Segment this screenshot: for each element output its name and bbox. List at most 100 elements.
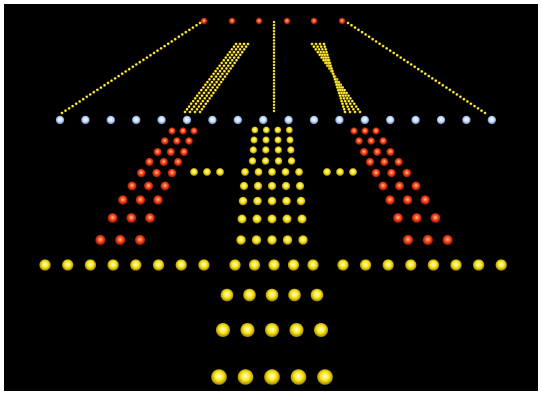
streak-light — [198, 21, 202, 25]
red-light — [430, 213, 441, 223]
streak-light — [347, 99, 351, 103]
red-light — [179, 127, 187, 135]
streak-light — [340, 99, 343, 103]
yellow-light — [39, 259, 51, 271]
streak-light — [226, 53, 230, 57]
streak-light — [346, 21, 350, 25]
streak-light — [272, 79, 276, 82]
red-light — [338, 17, 346, 25]
red-light — [153, 148, 162, 156]
streak-light — [67, 107, 71, 110]
streak-light — [381, 44, 385, 48]
red-light — [126, 213, 137, 223]
yellow-light — [236, 235, 246, 245]
red-light — [134, 234, 146, 246]
streak-light — [480, 109, 483, 113]
streak-light — [117, 74, 120, 78]
streak-light — [272, 23, 276, 27]
streak-light — [339, 97, 343, 100]
streak-light — [198, 97, 202, 100]
streak-light — [272, 57, 276, 61]
foreground-yellow-lights — [211, 288, 333, 385]
streak-light — [229, 67, 233, 70]
streak-light — [336, 86, 339, 89]
yellow-light — [251, 126, 259, 134]
streak-light — [352, 107, 355, 111]
streak-light — [378, 42, 381, 46]
red-light — [422, 234, 433, 246]
streak-light — [224, 61, 228, 65]
yellow-light — [274, 146, 282, 154]
red-light — [152, 168, 161, 178]
streak-light — [212, 78, 216, 81]
streak-light — [208, 78, 211, 81]
yellow-light — [297, 214, 307, 224]
streak-light — [413, 65, 417, 69]
streak-light — [352, 102, 356, 106]
streak-light — [131, 65, 135, 69]
yellow-light — [265, 323, 279, 337]
streak-light — [209, 88, 213, 92]
blue-light — [106, 115, 116, 125]
yellow-light — [243, 288, 256, 302]
streak-light — [272, 26, 276, 30]
blue-light — [157, 115, 166, 125]
streak-light — [204, 83, 207, 87]
streak-light — [214, 88, 217, 92]
streak-light — [272, 63, 276, 67]
streak-light — [356, 107, 360, 111]
blue-light — [462, 115, 471, 125]
streak-light — [193, 97, 197, 100]
streak-light — [206, 99, 210, 103]
yellow-light — [268, 168, 276, 176]
streak-light — [357, 28, 360, 32]
streak-light — [367, 35, 371, 39]
streak-light — [219, 75, 222, 78]
streak-light — [124, 70, 128, 73]
yellow-light — [288, 288, 301, 302]
streak-light — [242, 42, 246, 46]
streak-light — [272, 33, 276, 36]
yellow-light — [229, 259, 241, 271]
streak-light — [434, 79, 438, 83]
red-light — [378, 181, 388, 191]
red-light — [145, 157, 154, 167]
streak-light — [188, 28, 191, 32]
streak-light — [238, 42, 242, 46]
streak-light — [152, 51, 156, 55]
streak-light — [173, 37, 177, 41]
streak-light — [85, 95, 89, 99]
yellow-light — [211, 369, 227, 385]
streak-light — [199, 102, 203, 106]
streak-light — [399, 56, 403, 59]
streak-light — [409, 63, 413, 66]
streak-light — [272, 72, 276, 76]
runway-approach-lights-scene — [4, 4, 538, 391]
streak-light — [206, 86, 210, 89]
streak-light — [327, 58, 331, 62]
streak-light — [212, 91, 215, 95]
streak-light — [334, 80, 338, 84]
blue-light — [487, 115, 496, 125]
streak-light — [217, 78, 220, 81]
red-light — [173, 157, 183, 167]
streak-light — [348, 110, 352, 114]
streak-light — [325, 50, 328, 54]
streak-light — [340, 91, 343, 95]
streak-light — [234, 42, 238, 46]
streak-light — [81, 97, 85, 101]
streak-light — [430, 77, 434, 80]
streak-light — [441, 83, 445, 87]
streak-light — [189, 102, 193, 106]
blue-light — [284, 115, 293, 125]
streak-light — [195, 107, 199, 111]
converging-light-lines — [60, 20, 487, 115]
red-light — [135, 195, 146, 205]
streak-light — [103, 83, 106, 87]
yellow-light — [267, 214, 277, 224]
yellow-light — [241, 168, 249, 176]
red-light — [153, 195, 163, 205]
streak-light — [452, 90, 455, 94]
yellow-light — [317, 369, 333, 385]
streak-light — [272, 91, 276, 94]
